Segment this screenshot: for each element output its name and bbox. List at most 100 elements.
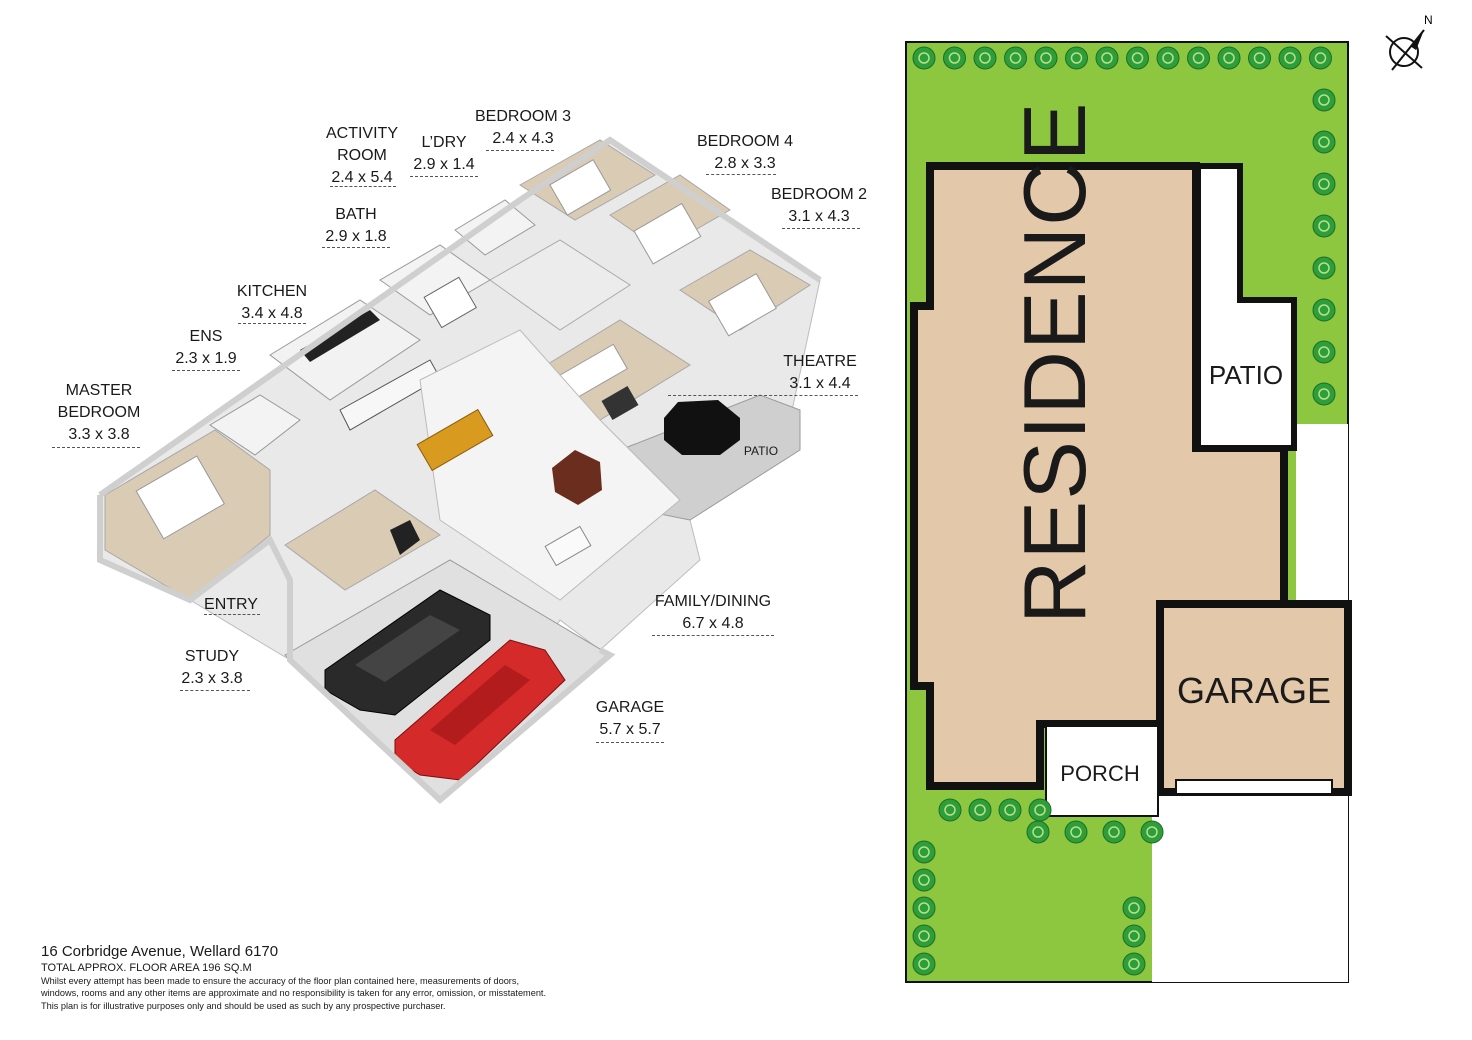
tree-icon-center [1318,136,1330,148]
garage-name: GARAGE [595,699,665,716]
tree-icon-center [1318,220,1330,232]
activity-line1: ACTIVITY [325,125,398,142]
tree-icon-center [1128,902,1140,914]
leader-entry [204,614,260,615]
tree-icon [1028,798,1052,822]
label-entry: ENTRY [198,594,264,616]
tree-icon-center [1108,826,1120,838]
tree-icon [912,46,936,70]
kitchen-dims: 3.4 x 4.8 [241,305,303,322]
tree-icon [1122,924,1146,948]
tree-icon-center [1253,52,1266,64]
label-laundry: L’DRY 2.9 x 1.4 [404,132,484,176]
tree-icon-center [1040,52,1052,64]
tree-icon [1122,896,1146,920]
master-bedroom-line1: MASTER [65,382,133,399]
site-garage-label: GARAGE [1176,670,1332,711]
tree-icon [1122,952,1146,976]
tree-icon-center [1070,52,1083,64]
laundry-floor [454,199,536,256]
site-residence-label: RESIDENCE [1005,101,1104,624]
tree-icon-center [918,930,930,942]
tree-icon [912,924,936,948]
tree-icon [968,798,992,822]
tree-icon-center [1223,52,1235,64]
leader-bedroom3 [486,150,554,151]
leader-garage [596,742,664,743]
tree-icon-center [918,874,930,886]
bedroom2-bed [707,272,777,337]
master-bed [135,455,225,540]
garage-door [1175,779,1333,795]
kitchen-name: KITCHEN [236,283,308,300]
label-garage: GARAGE 5.7 x 5.7 [590,697,670,741]
study-chair [390,520,420,555]
tree-icon-center [918,902,930,914]
leader-family [652,635,774,636]
tree-icon-center [1032,826,1044,838]
footer: 16 Corbridge Avenue, Wellard 6170 TOTAL … [41,943,621,1012]
label-master-bedroom: MASTER BEDROOM 3.3 x 3.8 [52,380,146,446]
leader-ldry [410,176,478,177]
leader-activity [330,186,396,187]
label-theatre: THEATRE 3.1 x 4.4 [778,351,862,395]
disclaimer-line-3: This plan is for illustrative purposes o… [41,1000,446,1011]
address: 16 Corbridge Avenue, Wellard 6170 [41,943,279,960]
bedroom4-bed [633,202,702,265]
tree-icon [1004,46,1027,70]
tree-icon [1312,88,1336,112]
bedroom4-dims: 2.8 x 3.3 [714,155,776,172]
leader-theatre [668,395,858,396]
north-compass-icon: N [1385,13,1433,71]
activity-floor [489,239,631,331]
north-letter: N [1424,13,1433,27]
tree-icon [1187,46,1210,70]
tree-icon-center [1318,388,1330,400]
activity-line2: ROOM [337,147,387,164]
family-floor [419,329,681,601]
tree-icon-center [1318,178,1330,190]
site-porch-label: PORCH [1060,761,1140,786]
side-path [1296,424,1348,604]
label-activity-room: ACTIVITY ROOM 2.4 x 5.4 [322,123,402,189]
site-plan [905,41,1352,983]
bedroom3-bed [549,159,612,216]
outer-wall [97,495,616,805]
tree-icon [1140,820,1164,844]
black-suv-roof [355,615,460,682]
disclaimer-line-1: Whilst every attempt has been made to en… [41,976,520,986]
theatre-name: THEATRE [783,353,857,370]
tree-icon [943,46,966,70]
tree-icon-center [1162,52,1174,64]
label-family-dining: FAMILY/DINING 6.7 x 4.8 [646,591,780,635]
bedroom4-name: BEDROOM 4 [696,133,793,150]
disclaimer-line-2: windows, rooms and any other items are a… [41,988,547,999]
study-floor [284,489,441,591]
leader-bedroom4 [706,174,776,175]
label-bedroom2: BEDROOM 2 3.1 x 4.3 [764,184,874,228]
tree-icon [1217,46,1241,70]
site-patio-label: PATIO [1208,360,1284,390]
tree-icon [1034,46,1058,70]
ens-dims: 2.3 x 1.9 [175,350,237,367]
tree-icon-center [1318,262,1330,274]
tree-icon [912,952,936,976]
tree-icon [973,46,997,70]
trees [912,46,1336,976]
porch-footprint [1045,725,1159,817]
tree-icon-center [1004,804,1016,816]
tree-icon [912,868,936,892]
label-study: STUDY 2.3 x 3.8 [172,646,252,690]
tree-icon-center [944,804,956,816]
leader-master [52,447,140,448]
bath-dims: 2.9 x 1.8 [325,228,387,245]
tree-icon-center [1192,52,1205,64]
bath-shower [423,276,478,329]
tree-icon-center [1070,826,1082,838]
family-name: FAMILY/DINING [654,593,772,610]
kitchen-floor [269,299,421,401]
family-dims: 6.7 x 4.8 [682,615,744,632]
dining-table [416,408,494,472]
tree-icon [1312,298,1336,322]
tree-icon [1312,256,1336,280]
